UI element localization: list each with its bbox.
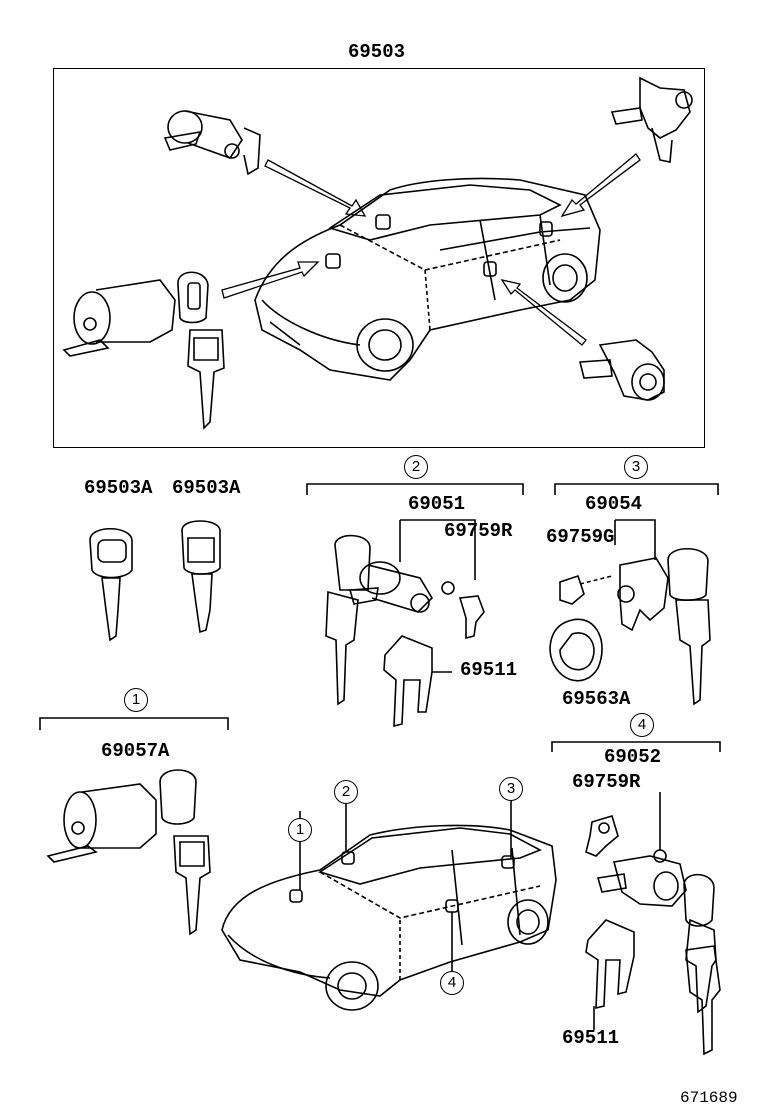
group-3-pad (549, 618, 603, 682)
spare-key-right (181, 520, 221, 634)
car-callout-4: 4 (440, 971, 464, 995)
bracket-group-4 (551, 741, 721, 752)
group-4-clip (585, 919, 635, 1030)
assembly-frame (53, 68, 705, 448)
bottom-car-illustration (221, 799, 557, 1011)
group-2-clip (383, 635, 452, 728)
group-2-lock-cylinder (325, 534, 455, 706)
car-callout-3: 3 (499, 777, 523, 801)
top-leader-arrows (221, 153, 641, 346)
group-3-pad-label: 69563A (562, 688, 631, 710)
group-2-callout: 2 (404, 455, 428, 479)
group-4-part-label: 69052 (604, 746, 662, 768)
group-4-callout: 4 (630, 713, 654, 737)
group-2-retainer (458, 595, 485, 640)
group-1-ignition (46, 769, 211, 936)
trunk-lock-top (610, 76, 693, 163)
group-4-clip-label: 69511 (562, 1027, 620, 1049)
group-3-retainer-label: 69759G (546, 526, 615, 548)
top-car-illustration (254, 177, 601, 381)
group-2-retainer-label: 69759R (444, 520, 513, 542)
group-3-retainer (559, 574, 613, 605)
group-4-lock (596, 849, 687, 907)
group-3-key (667, 548, 711, 706)
ignition-lock-top (62, 271, 225, 430)
bracket-group-1 (39, 717, 229, 730)
group-2-clip-label: 69511 (460, 659, 518, 681)
car-callout-2: 2 (334, 780, 358, 804)
group-1-callout: 1 (124, 688, 148, 712)
hood-lock-cylinder-top (163, 110, 261, 176)
spare-key-label-left: 69503A (84, 477, 153, 499)
figure-number: 671689 (680, 1089, 738, 1107)
group-4-retainer (585, 815, 619, 857)
group-3-part-label: 69054 (585, 493, 643, 515)
assembly-part-label: 69503 (348, 41, 406, 63)
bracket-group-3 (554, 483, 719, 495)
group-3-callout: 3 (624, 455, 648, 479)
spare-key-left (89, 528, 133, 642)
door-lock-top (578, 339, 665, 401)
group-4-retainer-label: 69759R (572, 771, 641, 793)
group-1-part-label: 69057A (101, 740, 170, 762)
bracket-group-2 (306, 483, 524, 495)
spare-key-label-right: 69503A (172, 477, 241, 499)
group-2-part-label: 69051 (408, 493, 466, 515)
car-callout-1: 1 (288, 818, 312, 842)
group-4-keys (683, 873, 721, 1056)
group-3-lock (617, 557, 669, 632)
